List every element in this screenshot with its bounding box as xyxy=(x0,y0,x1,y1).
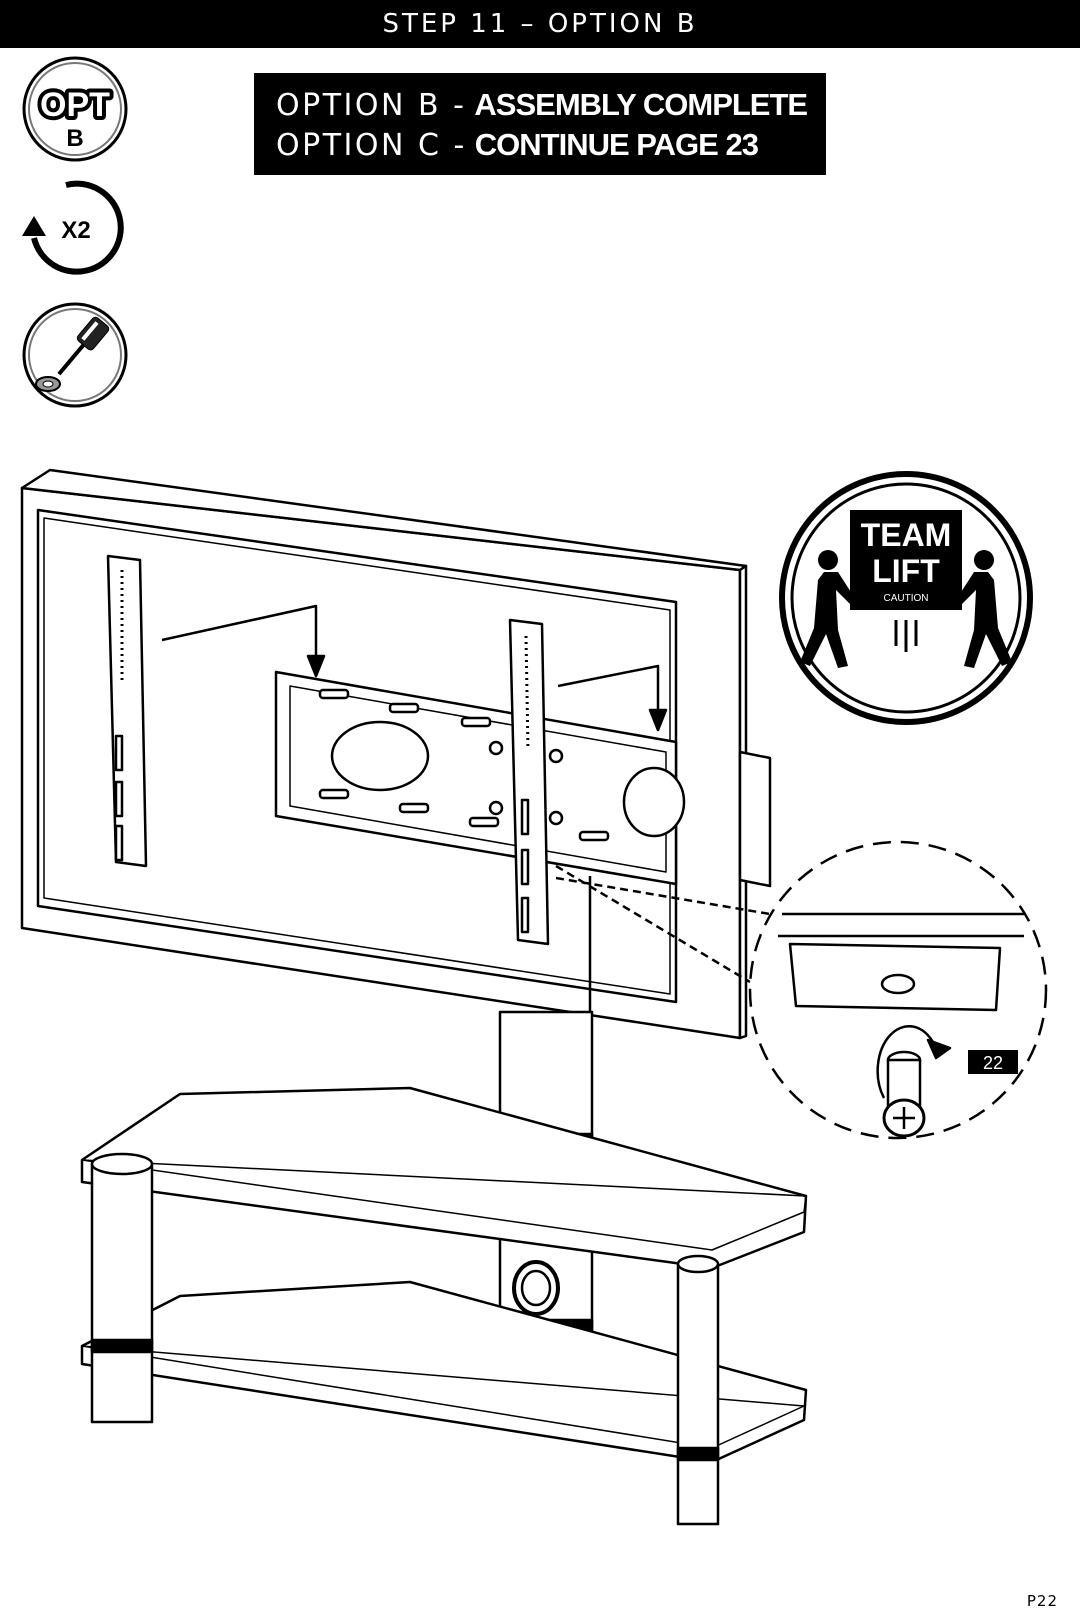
option-b-value: ASSEMBLY COMPLETE xyxy=(474,87,808,122)
opt-b-icon: OPT OPT B xyxy=(22,56,128,162)
option-c-value: CONTINUE PAGE 23 xyxy=(474,127,759,162)
team-lift-box xyxy=(850,510,962,610)
opt-icon-text-fill: OPT xyxy=(40,86,110,124)
right-bracket xyxy=(508,618,550,946)
repeat-count: X2 xyxy=(61,217,90,244)
detail-callout: 22 xyxy=(748,840,1048,1140)
option-b-label: OPTION B - xyxy=(276,88,467,123)
stand-legs xyxy=(90,1152,720,1526)
status-line-option-c: OPTION C -CONTINUE PAGE 23 xyxy=(276,125,826,165)
page-number: P22 xyxy=(1026,1592,1058,1610)
repeat-x2-icon: X2 xyxy=(22,180,124,275)
step-header: STEP 11 – OPTION B xyxy=(0,0,1080,48)
left-bracket xyxy=(106,554,148,868)
team-lift-line2: LIFT xyxy=(872,553,940,589)
status-line-option-b: OPTION B -ASSEMBLY COMPLETE xyxy=(276,85,826,125)
screwdriver-icon xyxy=(22,302,128,408)
wall-plate xyxy=(274,670,686,886)
opt-icon-text: OPT xyxy=(40,86,110,124)
part-number-box xyxy=(968,1050,1018,1074)
glass-shelves xyxy=(80,1086,808,1464)
status-box: OPTION B -ASSEMBLY COMPLETE OPTION C -CO… xyxy=(254,73,826,175)
part-number-label: 22 xyxy=(983,1053,1003,1073)
team-lift-line1: TEAM xyxy=(861,517,952,553)
team-lift-icon: TEAM LIFT CAUTION xyxy=(779,471,1033,725)
opt-icon-letter: B xyxy=(66,125,83,152)
team-lift-caution: CAUTION xyxy=(884,593,929,604)
option-c-label: OPTION C - xyxy=(276,128,467,163)
